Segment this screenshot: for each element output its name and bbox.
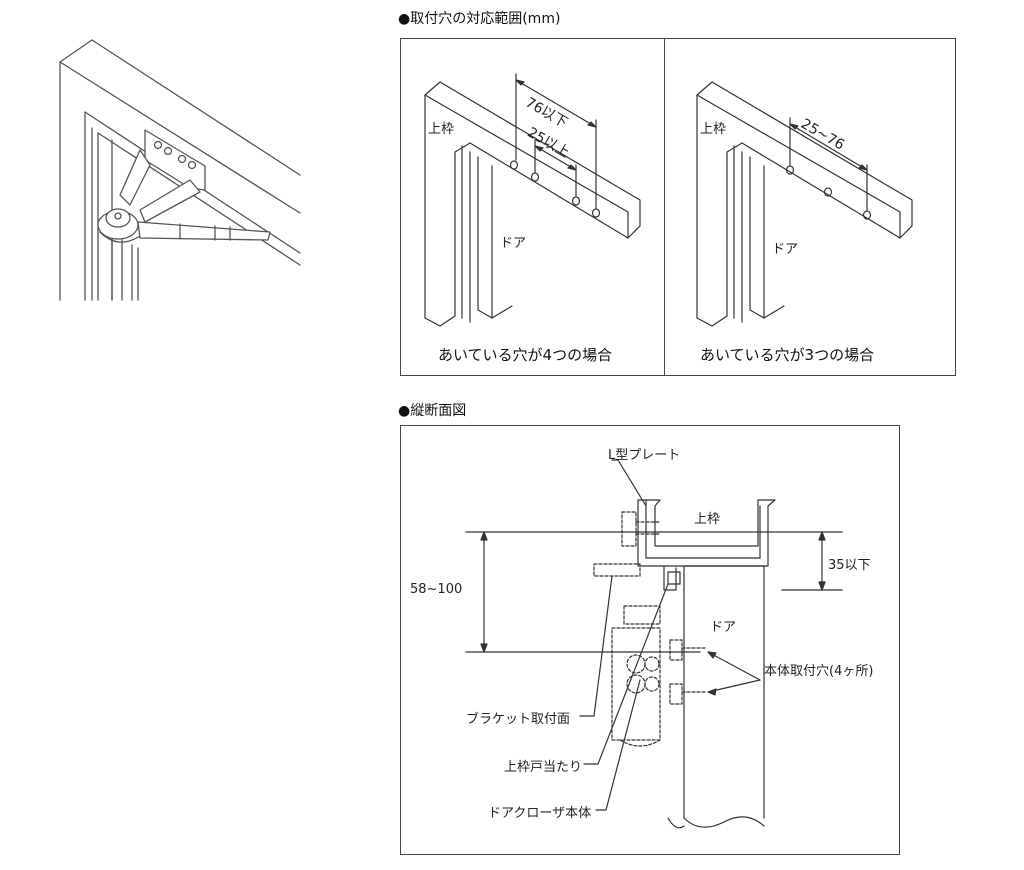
door-stop-label: 上枠戸当たり xyxy=(504,760,583,775)
l-plate-label: L型プレート xyxy=(608,448,681,463)
right-frame-label: 上枠 xyxy=(700,122,727,137)
mount-range-panels xyxy=(400,38,956,376)
mount-range-heading: ●取付穴の対応範囲(mm) xyxy=(398,11,561,27)
left-caption: あいている穴が4つの場合 xyxy=(438,346,613,364)
left-frame-label: 上枠 xyxy=(428,122,455,137)
dim-35-label: 35以下 xyxy=(828,558,871,573)
right-caption: あいている穴が3つの場合 xyxy=(700,346,875,364)
closer-body-label: ドアクローザ本体 xyxy=(488,806,592,821)
right-door-label: ドア xyxy=(772,242,799,257)
vertical-section-heading: ●縦断面図 xyxy=(398,403,467,419)
section-door-label: ドア xyxy=(710,620,737,635)
left-door-label: ドア xyxy=(500,236,527,251)
bracket-surface-label: ブラケット取付面 xyxy=(466,712,571,727)
section-frame-label: 上枠 xyxy=(694,512,721,527)
body-holes-label: 本体取付穴(4ヶ所) xyxy=(764,664,874,679)
panel-divider xyxy=(664,38,665,376)
dim-58-100-label: 58~100 xyxy=(410,582,463,597)
vertical-section-panel xyxy=(400,425,900,855)
